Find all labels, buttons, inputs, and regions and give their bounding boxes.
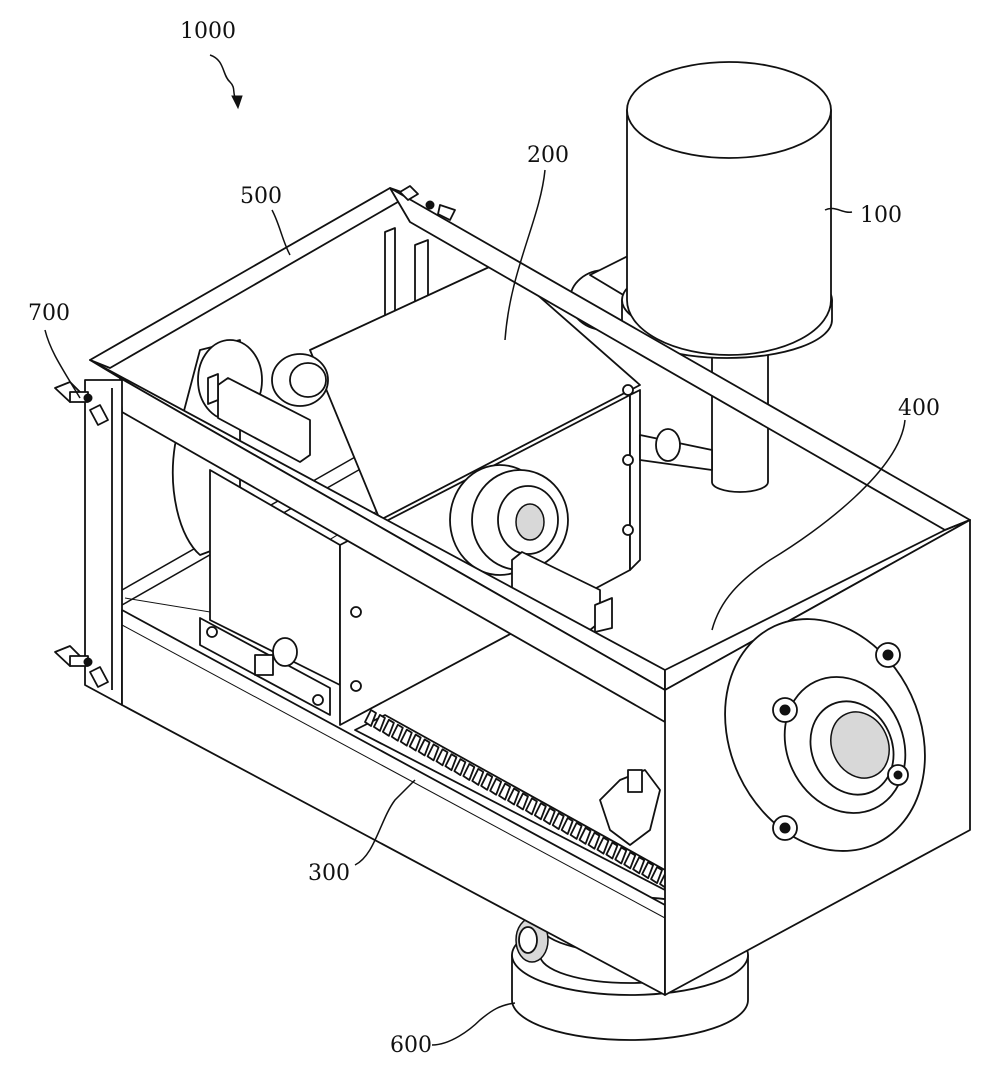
label-300: 300: [308, 861, 350, 886]
label-100: 100: [860, 203, 902, 228]
label-400: 400: [898, 396, 940, 421]
label-600: 600: [390, 1033, 432, 1058]
label-200: 200: [527, 143, 569, 168]
label-1000: 1000: [180, 19, 236, 44]
label-500: 500: [240, 184, 282, 209]
label-700: 700: [28, 301, 70, 326]
